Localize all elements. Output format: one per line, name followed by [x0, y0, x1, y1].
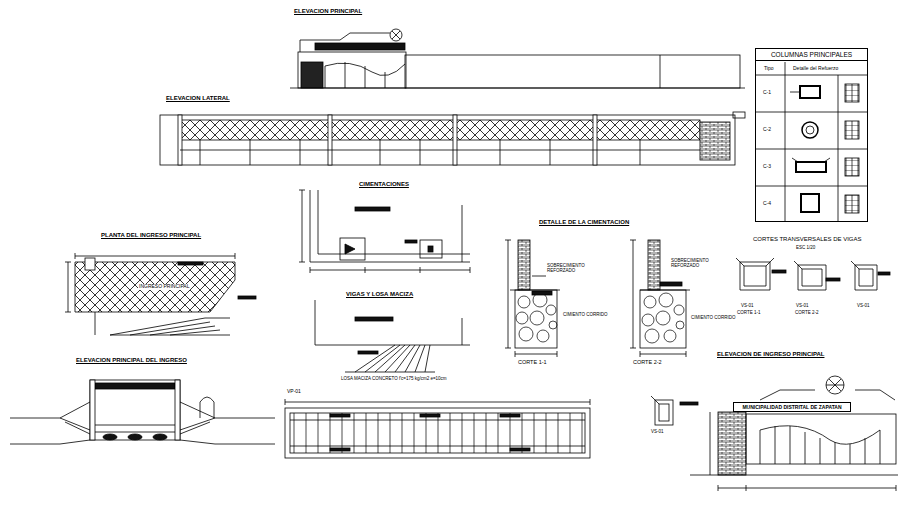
table-cell: C-3	[762, 164, 772, 170]
table-cell: C-2	[762, 127, 772, 133]
section-label: CORTE 2-2	[794, 311, 819, 316]
section-label: CORTE 2-2	[632, 359, 663, 365]
annotation: CIMIENTO CORRIDO	[690, 316, 736, 321]
table-cell: C-4	[762, 201, 772, 207]
table-heading: COLUMNAS PRINCIPALES	[756, 49, 867, 61]
table-cell: Detalle del Refuerzo	[792, 66, 839, 72]
annotation: LOSA MACIZA CONCRETO f'c=175 kg/cm2 e=10…	[340, 377, 448, 382]
table-cell: Tipo	[763, 66, 775, 72]
view-title: ELEVACION LATERAL	[165, 95, 231, 102]
view-title: ELEVACION PRINCIPAL	[293, 8, 363, 15]
beam-tag: VP-01	[286, 389, 302, 395]
beam-tag: VS-01	[650, 430, 665, 435]
view-title: ELEVACION PRINCIPAL DEL INGRESO	[75, 357, 188, 364]
section-label: CORTE 1-1	[736, 311, 761, 316]
beam-tag: VS-01	[740, 304, 755, 309]
view-title: ELEVACION DE INGRESO PRINCIPAL	[716, 351, 825, 358]
room-label: INGRESO PRINCIPAL	[138, 284, 190, 290]
view-title: CIMENTACIONES	[358, 181, 410, 188]
beam-tag: VS-01	[795, 304, 810, 309]
view-title: PLANTA DEL INGRESO PRINCIPAL	[100, 232, 202, 239]
signboard: MUNICIPALIDAD DISTRITAL DE ZAPATAN	[733, 402, 851, 412]
view-title: DETALLE DE LA CIMENTACION	[538, 219, 630, 226]
annotation: SOBRECIMIENTO REFORZADO	[546, 264, 598, 274]
table-cell: C-1	[762, 90, 772, 96]
view-title: CORTES TRANSVERSALES DE VIGAS	[752, 236, 862, 243]
annotation: SOBRECIMIENTO REFORZADO	[670, 259, 722, 269]
section-label: CORTE 1-1	[517, 359, 548, 365]
annotation: CIMIENTO CORRIDO	[562, 313, 608, 318]
column-schedule-table: COLUMNAS PRINCIPALES	[755, 48, 868, 222]
beam-tag: VS-01	[856, 304, 871, 309]
scale-note: ESC 1/20	[795, 246, 816, 251]
sign-text: MUNICIPALIDAD DISTRITAL DE ZAPATAN	[734, 403, 850, 411]
view-title: VIGAS Y LOSA MACIZA	[345, 291, 414, 298]
